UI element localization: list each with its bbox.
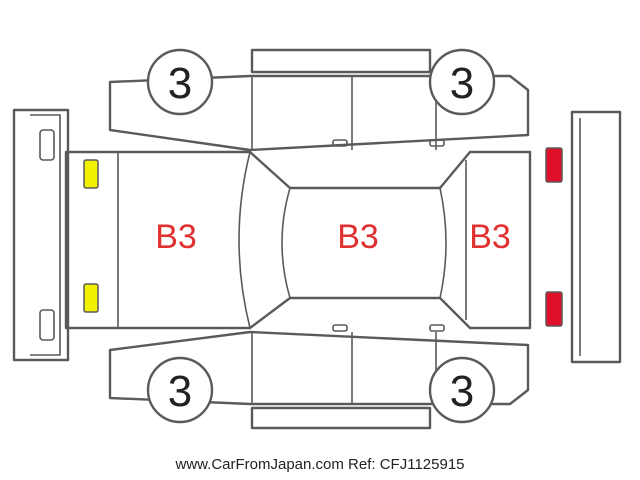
roof-grade: B3 — [337, 218, 379, 256]
front-lights — [83, 159, 99, 313]
tire-rear-right-grade: 3 — [450, 367, 474, 416]
headlight-top — [83, 159, 99, 189]
hood-grade: B3 — [155, 218, 197, 256]
taillight-top — [545, 147, 563, 183]
rear-lights — [545, 147, 563, 327]
tire-front-right-grade: 3 — [168, 367, 192, 416]
tire-rear-left-grade: 3 — [450, 59, 474, 108]
trunk-grade: B3 — [469, 218, 511, 256]
footer-ref: Ref: CFJ1125915 — [348, 456, 465, 473]
tire-front-left-grade: 3 — [168, 59, 192, 108]
rear-bumper — [570, 110, 622, 364]
footer-site: www.CarFromJapan.com — [175, 456, 344, 473]
tire-front-left: 3 — [146, 48, 214, 116]
tire-rear-right: 3 — [428, 356, 496, 424]
tire-rear-left: 3 — [428, 48, 496, 116]
car-body-top-view — [64, 150, 532, 330]
left-side-panels — [108, 48, 530, 152]
headlight-bottom — [83, 283, 99, 313]
taillight-bottom — [545, 291, 563, 327]
tire-front-right: 3 — [146, 356, 214, 424]
front-bumper — [12, 108, 70, 362]
footer-watermark: www.CarFromJapan.com Ref: CFJ1125915 — [0, 456, 640, 473]
